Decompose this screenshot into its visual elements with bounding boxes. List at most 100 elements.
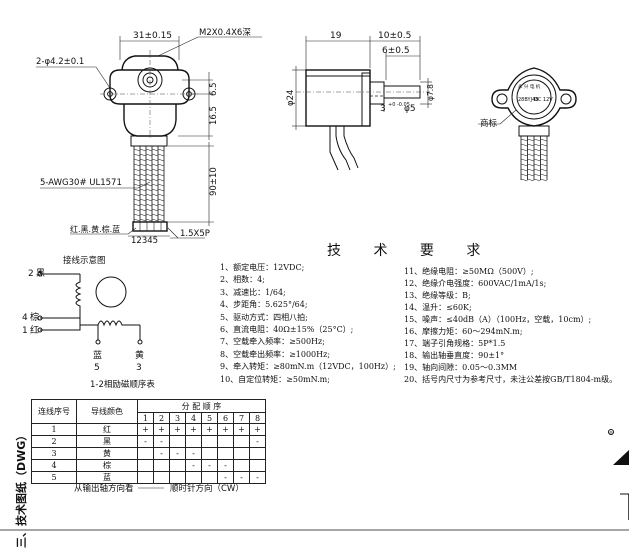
- step-cell: [233, 435, 250, 448]
- svg-text:®: ®: [609, 431, 613, 436]
- step-cell: [169, 435, 186, 448]
- req-item: 1、额定电压：12VDC;: [220, 263, 305, 272]
- wire-label: 5-AWG30# UL1571: [40, 178, 122, 188]
- dim-3-tol: +0 -0.05: [388, 102, 410, 108]
- logo-line3: DC 12V: [534, 97, 553, 103]
- pin-4-color: 棕: [30, 311, 39, 323]
- req-item: 16、摩擦力矩：60～294mN.m;: [404, 327, 523, 336]
- seq-cell: 3: [31, 447, 77, 460]
- req-item: 5、驱动方式：四相八拍;: [220, 312, 308, 322]
- seq-cell: 1: [31, 423, 77, 436]
- req-item: 14、温升：≤60K;: [404, 303, 472, 312]
- front-view: 31±0.15 M2X0.4X6深 2-φ4.2±0.1 6.5 16.5: [36, 28, 262, 246]
- col-order-header: 分 配 顺 序: [137, 399, 266, 413]
- seq-cell: 2: [31, 435, 77, 448]
- req-item: 7、空载牵入频率：≥500Hz;: [220, 337, 325, 347]
- step-cell: -: [249, 471, 266, 484]
- req-item: 13、绝缘等级：B;: [404, 291, 471, 300]
- step-cell: -: [153, 435, 170, 448]
- step-cell: [185, 435, 202, 448]
- step-cell: +: [153, 423, 170, 436]
- dim-6-5: 6.5: [209, 82, 219, 96]
- dim-19: 19: [330, 31, 342, 41]
- step-header: 8: [249, 412, 266, 424]
- req-item: 12、绝缘介电强度：600VAC/1mA/1s;: [404, 279, 547, 288]
- step-cell: -: [185, 447, 202, 460]
- pin-5-num: 5: [94, 363, 100, 373]
- dim-phi24: φ24: [286, 90, 296, 106]
- step-cell: -: [201, 459, 218, 472]
- pin-1-color: 红: [30, 324, 39, 336]
- label-view: 永 兴 电 机 28BYJ48 DC 12V 商标: [478, 67, 577, 182]
- req-item: 6、直流电阻：40Ω±15%（25°C）;: [220, 325, 354, 334]
- step-cell: [217, 435, 234, 448]
- req-item: 19、轴向间隙：0.05～0.3MM: [404, 363, 518, 372]
- step-cell: +: [233, 423, 250, 436]
- step-cell: +: [185, 423, 202, 436]
- section-title-vertical: 三、技术图纸（DWG）: [15, 429, 28, 548]
- step-cell: [169, 471, 186, 484]
- dim-10: 10±0.5: [378, 31, 411, 41]
- step-cell: [185, 471, 202, 484]
- color-cell: 黑: [76, 435, 138, 448]
- step-cell: -: [233, 471, 250, 484]
- step-cell: [217, 447, 234, 460]
- table-footer-left: 从输出轴方向看: [74, 483, 134, 494]
- step-cell: +: [249, 423, 266, 436]
- color-cell: 红: [76, 423, 138, 436]
- logo-line1: 永 兴 电 机: [518, 83, 541, 90]
- req-item: 11、绝缘电阻：≥50MΩ（500V）;: [404, 267, 534, 276]
- dim-16-5: 16.5: [209, 106, 219, 125]
- step-cell: [233, 459, 250, 472]
- connector-label: 1.5X5P: [180, 229, 210, 239]
- req-item: 9、牵入转矩：≥80mN.m（12VDC，100Hz）;: [220, 362, 396, 372]
- pin-1-num: 1: [22, 326, 28, 336]
- req-item: 10、自定位转矩：≥50mN.m;: [220, 374, 330, 384]
- step-header: 1: [137, 412, 154, 424]
- wiring-diagram: 接线示意图 2 黑 4 棕 1 红 蓝 5 黄 3 1-2相励磁顺序表: [22, 255, 155, 390]
- trademark-label: 商标: [480, 118, 498, 129]
- hole-label: 2-φ4.2±0.1: [36, 57, 84, 67]
- req-item: 17、端子引角规格：5P*1.5: [404, 339, 506, 348]
- step-cell: [153, 459, 170, 472]
- step-cell: [137, 471, 154, 484]
- dim-phi5: φ5: [404, 104, 416, 114]
- step-cell: [249, 447, 266, 460]
- col-color-header: 导线颜色: [76, 399, 138, 424]
- step-cell: -: [249, 435, 266, 448]
- table-footer-right: 顺时针方向（CW）: [170, 483, 244, 494]
- step-cell: +: [217, 423, 234, 436]
- step-cell: +: [137, 423, 154, 436]
- step-cell: [249, 459, 266, 472]
- col-seq-header: 连线序号: [31, 399, 77, 424]
- step-header: 6: [217, 412, 234, 424]
- dim-phi7-8: φ7.8: [426, 84, 435, 101]
- dim-width: 31±0.15: [133, 31, 172, 41]
- sequence-caption: 1-2相励磁顺序表: [90, 379, 155, 390]
- thread-label: M2X0.4X6深: [199, 28, 251, 38]
- logo-line2: 28BYJ48: [518, 97, 538, 103]
- dim-6: 6±0.5: [382, 46, 410, 56]
- step-cell: -: [137, 435, 154, 448]
- step-cell: -: [185, 459, 202, 472]
- req-item: 8、空载牵出频率：≥1000Hz;: [220, 349, 331, 359]
- req-item: 3、减速比：1/64;: [220, 287, 286, 297]
- color-cell: 棕: [76, 459, 138, 472]
- step-cell: [201, 435, 218, 448]
- req-item: 4、步距角：5.625°/64;: [220, 300, 308, 310]
- step-header: 5: [201, 412, 218, 424]
- req-item: 15、噪声：≤40dB（A）（100Hz，空载，10cm）;: [404, 315, 592, 324]
- step-cell: -: [153, 447, 170, 460]
- step-cell: [137, 459, 154, 472]
- req-item: 2、相数：4;: [220, 275, 265, 285]
- step-cell: +: [169, 423, 186, 436]
- side-view: 19 10±0.5 6±0.5 φ24 φ7.8 3 +0 -0.05 φ5: [286, 31, 435, 171]
- dim-3: 3: [380, 104, 386, 114]
